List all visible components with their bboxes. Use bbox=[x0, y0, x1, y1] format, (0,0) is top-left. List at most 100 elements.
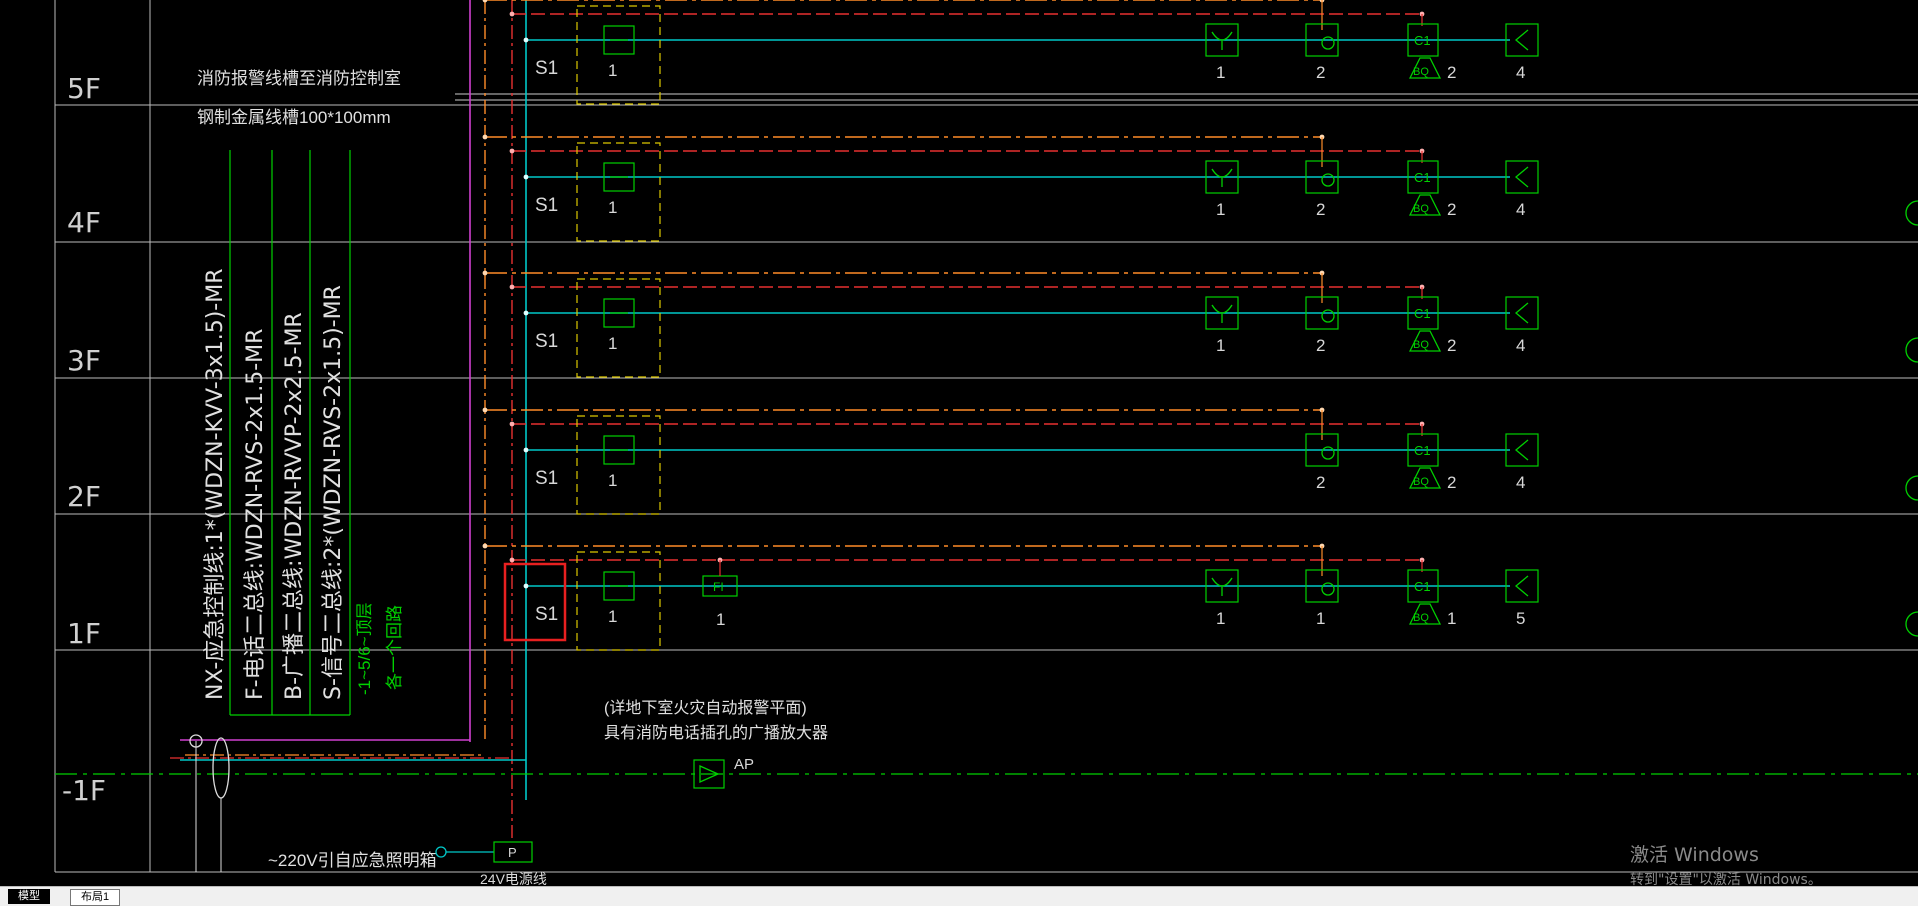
offscreen-symbol bbox=[1905, 475, 1918, 501]
speaker-count: 4 bbox=[1516, 473, 1525, 492]
bell-label: BQ bbox=[1413, 203, 1429, 215]
junction-dot bbox=[523, 310, 529, 316]
manual-alarm-count: 1 bbox=[1216, 336, 1225, 355]
junction-dot bbox=[509, 11, 515, 17]
input-module bbox=[603, 571, 635, 601]
c1-label: C1 bbox=[1414, 33, 1431, 48]
hydrant-button-glyph bbox=[1321, 309, 1335, 323]
floor-label: -1F bbox=[62, 774, 106, 807]
control-module-c1 bbox=[1407, 296, 1439, 330]
alarm-bell-icon bbox=[1408, 194, 1442, 216]
input-module bbox=[603, 25, 635, 55]
alarm-bell-icon bbox=[1408, 330, 1442, 352]
junction-dot bbox=[482, 543, 488, 549]
bell-label: BQ bbox=[1413, 66, 1429, 78]
junction-dot bbox=[509, 421, 515, 427]
alarm-bell-icon bbox=[1408, 467, 1442, 489]
amplifier-box bbox=[693, 759, 725, 789]
manual-alarm-count: 1 bbox=[1216, 200, 1225, 219]
tab-layout1[interactable]: 布局1 bbox=[70, 889, 121, 906]
hydrant-count: 2 bbox=[1316, 473, 1325, 492]
hydrant-button bbox=[1305, 433, 1339, 467]
basement-note-1: (详地下室火灾自动报警平面) bbox=[604, 699, 807, 717]
alarm-button-glyph bbox=[1211, 304, 1233, 323]
power-input-icon bbox=[435, 846, 447, 858]
layout-tab-bar: 模型 布局1 bbox=[0, 886, 1918, 906]
floor-label: 3F bbox=[67, 344, 101, 377]
speaker-device bbox=[1505, 296, 1539, 330]
control-module-c1 bbox=[1407, 160, 1439, 194]
alarm-bell-icon bbox=[1408, 57, 1442, 79]
c1-label: C1 bbox=[1414, 170, 1431, 185]
bus-label-1: F-电话二总线:WDZN-RVS-2x1.5-MR bbox=[243, 329, 268, 700]
hydrant-button-glyph bbox=[1321, 582, 1335, 596]
control-module-c1 bbox=[1407, 23, 1439, 57]
input-module bbox=[603, 435, 635, 465]
c1-label: C1 bbox=[1414, 306, 1431, 321]
trunk-note-1: 消防报警线槽至消防控制室 bbox=[197, 69, 401, 88]
offscreen-symbol bbox=[1905, 337, 1918, 363]
bell-count: 2 bbox=[1447, 473, 1456, 492]
input-module bbox=[603, 162, 635, 192]
speaker-glyph bbox=[1514, 166, 1529, 188]
c1-label: C1 bbox=[1414, 443, 1431, 458]
alarm-button-glyph bbox=[1211, 577, 1233, 596]
broadcast-box bbox=[576, 5, 661, 105]
junction-dot bbox=[482, 270, 488, 276]
bell-count: 2 bbox=[1447, 200, 1456, 219]
junction-dot bbox=[509, 148, 515, 154]
bell-label: BQ bbox=[1413, 339, 1429, 351]
junction-dot bbox=[509, 284, 515, 290]
hydrant-button bbox=[1305, 296, 1339, 330]
junction-dot bbox=[523, 174, 529, 180]
input-module bbox=[603, 298, 635, 328]
box-count: 1 bbox=[608, 607, 617, 626]
watermark-title: 激活 Windows bbox=[1630, 844, 1759, 866]
trunk-note-2: 钢制金属线槽100*100mm bbox=[197, 108, 391, 127]
manual-alarm-button bbox=[1205, 569, 1239, 603]
alarm-button-glyph bbox=[1211, 31, 1233, 50]
junction-dot bbox=[509, 557, 515, 563]
junction-dot bbox=[482, 134, 488, 140]
basement-note-2: 具有消防电话插孔的广播放大器 bbox=[604, 724, 828, 742]
hydrant-button bbox=[1305, 569, 1339, 603]
speaker-device bbox=[1505, 569, 1539, 603]
power-box-label: P bbox=[508, 845, 517, 860]
hydrant-count: 2 bbox=[1316, 63, 1325, 82]
tab-model[interactable]: 模型 bbox=[8, 889, 50, 904]
broadcast-box bbox=[576, 551, 661, 651]
hydrant-count: 1 bbox=[1316, 609, 1325, 628]
manual-alarm-button bbox=[1205, 296, 1239, 330]
speaker-glyph bbox=[1514, 29, 1529, 51]
speaker-glyph bbox=[1514, 575, 1529, 597]
junction-dot bbox=[482, 0, 488, 3]
control-module-c1 bbox=[1407, 433, 1439, 467]
speaker-device bbox=[1505, 23, 1539, 57]
flow-indicator-label: FI bbox=[713, 580, 724, 594]
module-label: S1 bbox=[535, 604, 558, 625]
box-count: 1 bbox=[608, 471, 617, 490]
amplifier-icon bbox=[699, 764, 720, 784]
speaker-count: 4 bbox=[1516, 200, 1525, 219]
hydrant-button bbox=[1305, 160, 1339, 194]
junction-dot bbox=[523, 37, 529, 43]
broadcast-box bbox=[576, 142, 661, 242]
selection-highlight bbox=[503, 562, 567, 642]
module-label: S1 bbox=[535, 468, 558, 489]
offscreen-symbol bbox=[1905, 200, 1918, 226]
speaker-device bbox=[1505, 433, 1539, 467]
box-count: 1 bbox=[608, 61, 617, 80]
bus-label-2: B-广播二总线:WDZN-RVVP-2x2.5-MR bbox=[282, 312, 307, 700]
module-label: S1 bbox=[535, 58, 558, 79]
c1-label: C1 bbox=[1414, 579, 1431, 594]
floor-label: 5F bbox=[67, 72, 101, 105]
junction-dot bbox=[523, 447, 529, 453]
cad-drawing-canvas[interactable]: 5F4F3F2F1F-1F消防报警线槽至消防控制室钢制金属线槽100*100mm… bbox=[0, 0, 1918, 886]
bell-count: 2 bbox=[1447, 336, 1456, 355]
box-count: 1 bbox=[608, 198, 617, 217]
speaker-count: 4 bbox=[1516, 336, 1525, 355]
bus-label-3: S-信号二总线:2*(WDZN-RVS-2x1.5)-MR bbox=[321, 285, 346, 700]
manual-alarm-button bbox=[1205, 23, 1239, 57]
watermark-subtitle: 转到"设置"以激活 Windows。 bbox=[1630, 872, 1822, 888]
manual-alarm-count: 1 bbox=[1216, 609, 1225, 628]
